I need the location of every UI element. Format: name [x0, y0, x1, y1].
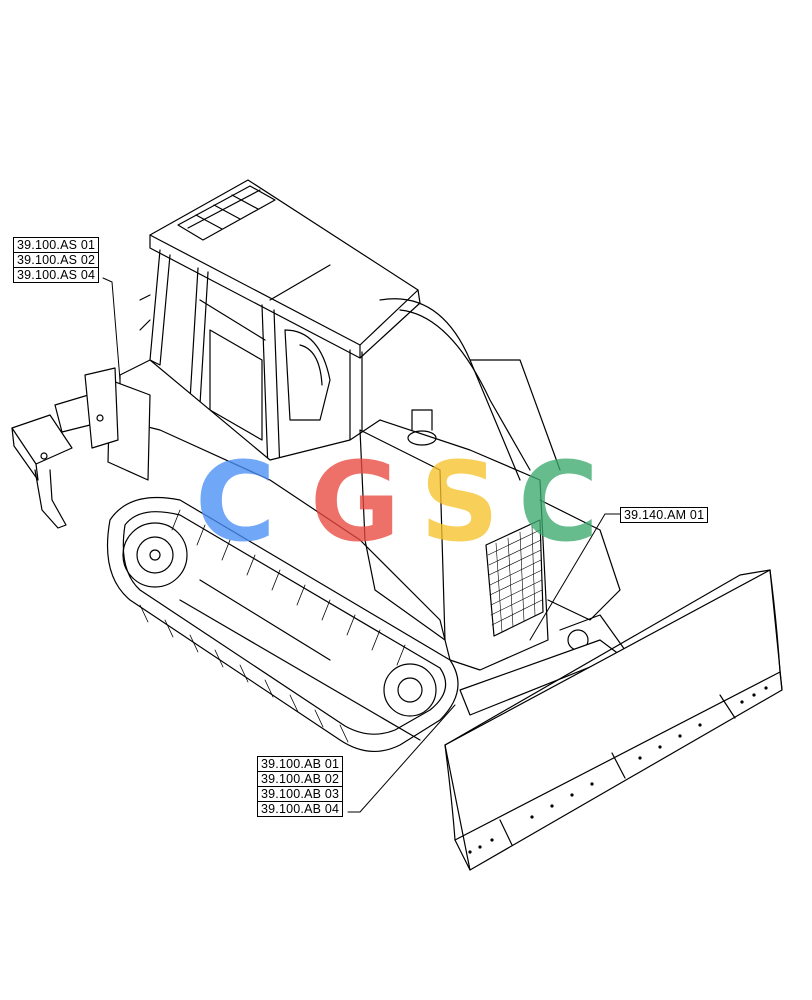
watermark-letter-1: C	[195, 438, 276, 566]
dozer-blade	[444, 569, 783, 871]
leader-lines	[102, 277, 621, 813]
callout-ref[interactable]: 39.100.AS 01	[13, 237, 100, 253]
callout-ref[interactable]: 39.140.AM 01	[620, 507, 709, 523]
watermark-letter-3: S	[420, 438, 499, 566]
callout-group-front-bottom: 39.100.AB 01 39.100.AB 02 39.100.AB 03 3…	[257, 756, 344, 817]
track-assembly	[107, 497, 459, 753]
callout-group-right-side: 39.140.AM 01	[620, 507, 709, 523]
callout-ref[interactable]: 39.100.AB 01	[257, 756, 344, 772]
body-chassis	[107, 298, 561, 671]
watermark-letter-4: C	[518, 438, 599, 566]
callout-ref[interactable]: 39.100.AS 04	[13, 267, 100, 283]
rear-ripper	[11, 367, 119, 529]
callout-group-rear-left: 39.100.AS 01 39.100.AS 02 39.100.AS 04	[13, 237, 100, 283]
callout-ref[interactable]: 39.100.AS 02	[13, 252, 100, 268]
watermark-logo: C G S C	[195, 438, 599, 566]
callout-ref[interactable]: 39.100.AB 04	[257, 801, 344, 817]
callout-ref[interactable]: 39.100.AB 02	[257, 771, 344, 787]
canopy-roof	[149, 179, 421, 359]
callout-ref[interactable]: 39.100.AB 03	[257, 786, 344, 802]
watermark-letter-2: G	[310, 438, 400, 566]
engine-grille	[485, 519, 544, 637]
